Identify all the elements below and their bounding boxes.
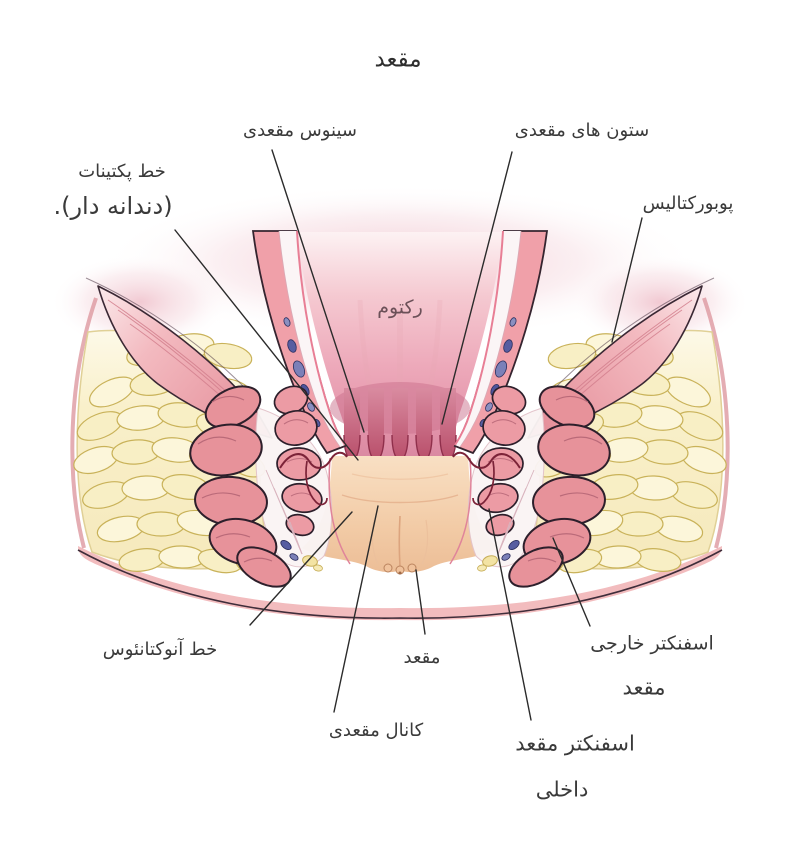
label-internal-sphincter: اسفنکتر مقعد xyxy=(515,731,635,756)
label-anus: مقعد xyxy=(403,647,441,669)
label-external-sphincter: اسفنکتر خارجی xyxy=(590,632,714,655)
label-puborectalis: پوبورکتالیس xyxy=(642,193,734,215)
label-anal-columns: ستون های مقعدی xyxy=(514,120,650,142)
label-anal-sinus: سینوس مقعدی xyxy=(243,120,357,142)
label-internal-sphincter-sub: داخلی xyxy=(535,777,589,802)
body-bottom-outline xyxy=(77,549,723,619)
label-anocutaneous-line: خط آنوکتانئوس xyxy=(102,639,218,661)
label-anal-canal: کانال مقعدی xyxy=(328,720,424,742)
leader-lines xyxy=(174,149,643,721)
leader-anal-sinus xyxy=(271,149,365,433)
leader-anal-columns xyxy=(441,151,513,425)
label-rectum: رکتوم xyxy=(377,296,423,319)
label-external-sphincter-sub: مقعد xyxy=(622,675,666,700)
label-pectinate-line-sub: (دندانه دار). xyxy=(53,191,173,220)
leader-anocutaneous-line xyxy=(249,511,353,626)
perineal-band xyxy=(78,546,722,621)
leader-internal-sphincter xyxy=(488,508,532,721)
leader-external-sphincter xyxy=(552,537,591,627)
leader-anus xyxy=(415,569,426,635)
anal-canal-skin xyxy=(302,456,498,575)
label-pectinate-line: خط پکتینات xyxy=(78,161,166,183)
leader-anal-canal xyxy=(333,505,379,713)
diagram-title: مقعد xyxy=(374,46,422,73)
anal-verge xyxy=(383,563,417,575)
leader-puborectalis xyxy=(611,217,643,343)
leader-pectinate-line xyxy=(174,229,359,461)
